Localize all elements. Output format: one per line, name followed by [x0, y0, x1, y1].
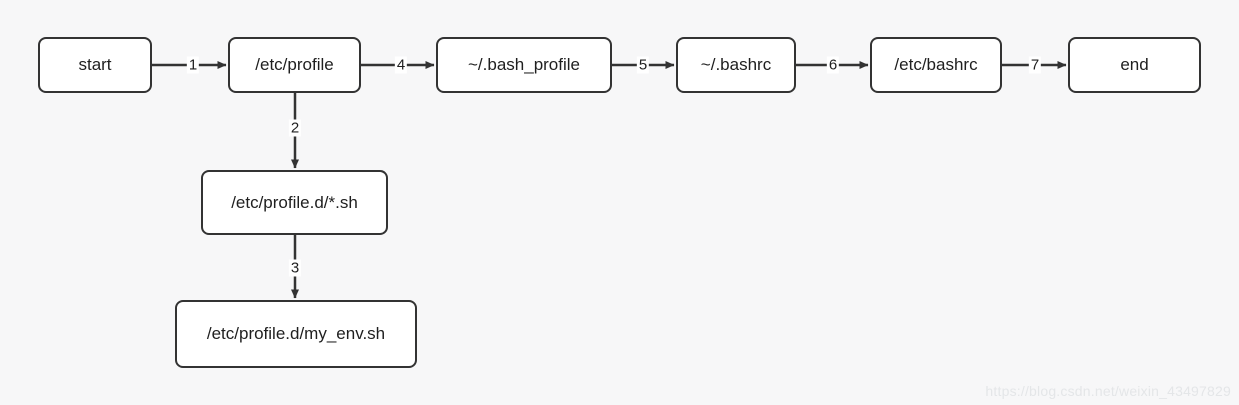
node-etc-profile[interactable]: /etc/profile: [228, 37, 361, 93]
edge-label-1: 1: [186, 56, 200, 74]
edge-label-3: 3: [288, 259, 302, 277]
node-end[interactable]: end: [1068, 37, 1201, 93]
node-bash-profile[interactable]: ~/.bash_profile: [436, 37, 612, 93]
node-start-label: start: [78, 55, 112, 74]
node-bashrc[interactable]: ~/.bashrc: [676, 37, 796, 93]
node-bash-profile-label: ~/.bash_profile: [468, 55, 580, 74]
node-bashrc-label: ~/.bashrc: [700, 55, 772, 74]
edge-label-5: 5: [636, 56, 650, 74]
node-my-env-sh-label: /etc/profile.d/my_env.sh: [206, 324, 386, 343]
node-etc-profile-label: /etc/profile: [255, 55, 334, 74]
edge-label-7: 7: [1028, 56, 1042, 74]
node-start[interactable]: start: [38, 37, 152, 93]
edge-label-2: 2: [288, 119, 302, 137]
watermark: https://blog.csdn.net/weixin_43497829: [985, 383, 1231, 399]
node-my-env-sh[interactable]: /etc/profile.d/my_env.sh: [175, 300, 417, 368]
node-profile-d-glob[interactable]: /etc/profile.d/*.sh: [201, 170, 388, 235]
edge-label-4: 4: [394, 56, 408, 74]
node-end-label: end: [1120, 55, 1149, 74]
node-etc-bashrc-label: /etc/bashrc: [894, 55, 978, 74]
node-etc-bashrc[interactable]: /etc/bashrc: [870, 37, 1002, 93]
edge-label-6: 6: [826, 56, 840, 74]
node-profile-d-glob-label: /etc/profile.d/*.sh: [231, 192, 358, 212]
